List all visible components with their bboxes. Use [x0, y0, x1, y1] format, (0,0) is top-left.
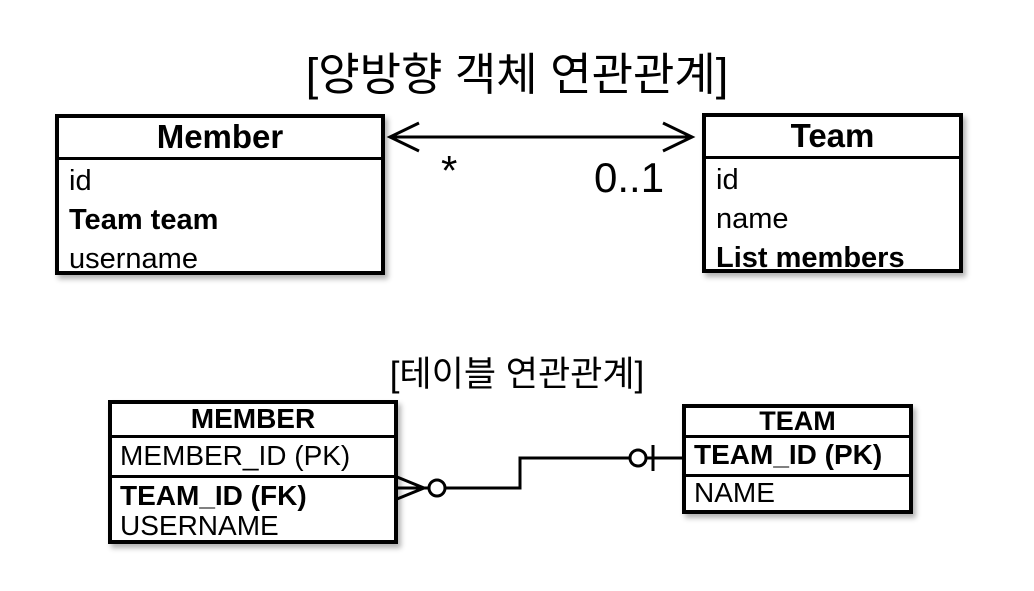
- member-class-box: Member id Team team username: [55, 114, 385, 275]
- member-field-id: id: [69, 165, 92, 197]
- multiplicity-zero-or-one-label: 0..1: [594, 154, 665, 201]
- member-table-row-username: USERNAME: [120, 511, 279, 541]
- team-table-row-pk: TEAM_ID (PK): [686, 438, 909, 477]
- member-class-fields: id Team team username: [59, 160, 381, 279]
- bidirectional-arrow: [386, 121, 696, 153]
- member-table-row-fk: TEAM_ID (FK): [120, 481, 307, 511]
- member-field-team: Team team: [69, 204, 219, 236]
- object-diagram-title: [양방향 객체 연관관계]: [305, 49, 729, 100]
- member-field-username: username: [69, 243, 198, 275]
- many-crows-foot-symbol: [396, 475, 428, 501]
- team-field-id: id: [716, 164, 739, 196]
- member-table-header: MEMBER: [112, 404, 394, 438]
- team-class-fields: id name List members: [706, 159, 959, 278]
- zero-or-many-circle-symbol: [427, 478, 447, 498]
- zero-or-one-circle-symbol: [628, 448, 648, 468]
- member-table-columns: TEAM_ID (FK) USERNAME: [112, 478, 394, 541]
- team-field-name: name: [716, 203, 789, 235]
- team-table-box: TEAM TEAM_ID (PK) NAME: [682, 404, 913, 514]
- crows-foot-connector: [396, 445, 682, 501]
- table-diagram-title: [테이블 연관관계]: [389, 355, 645, 394]
- team-table-row-name: NAME: [694, 477, 775, 508]
- multiplicity-many-label: *: [441, 147, 458, 194]
- member-class-header: Member: [59, 118, 381, 160]
- member-table-row-pk: MEMBER_ID (PK): [112, 438, 394, 478]
- team-class-box: Team id name List members: [702, 113, 963, 274]
- member-table-box: MEMBER MEMBER_ID (PK) TEAM_ID (FK) USERN…: [108, 400, 398, 544]
- team-table-header: TEAM: [686, 408, 909, 438]
- team-class-header: Team: [706, 117, 959, 159]
- team-field-members: List members: [716, 242, 905, 274]
